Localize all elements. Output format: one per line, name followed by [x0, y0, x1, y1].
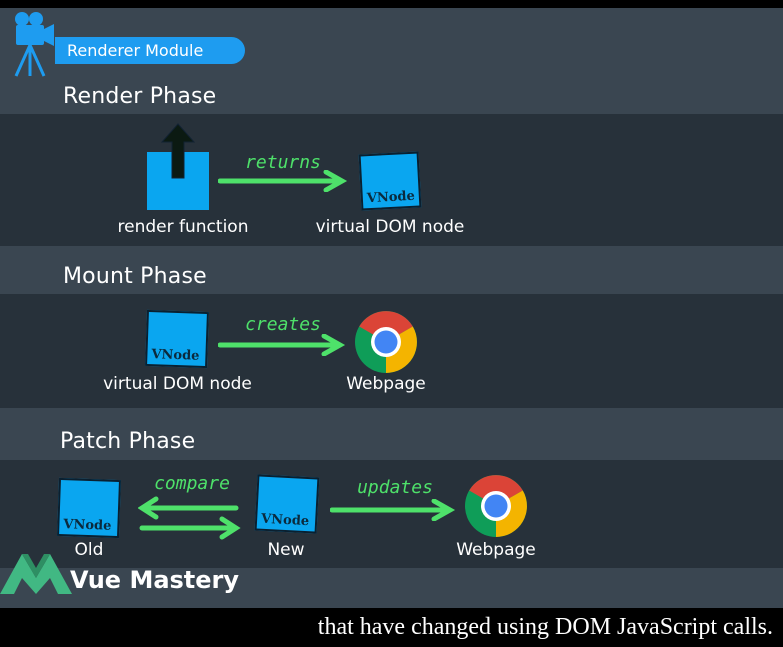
- returns-label: returns: [245, 152, 321, 173]
- vnode-box-new: VNode: [254, 474, 320, 534]
- creates-label: creates: [245, 314, 321, 335]
- vnode-text: VNode: [63, 517, 112, 534]
- compare-arrows: [138, 496, 241, 540]
- mount-phase-title: Mount Phase: [63, 264, 207, 289]
- vnode-text: VNode: [151, 347, 200, 364]
- webpage-label-mount: Webpage: [346, 374, 426, 394]
- vnode-box-render: VNode: [358, 151, 422, 211]
- up-arrow-icon: [160, 123, 196, 179]
- updates-label: updates: [357, 477, 433, 498]
- mount-title-band: [0, 246, 783, 294]
- compare-label: compare: [154, 473, 230, 494]
- vue-mastery-logo-icon: [0, 554, 72, 594]
- patch-title-band: [0, 408, 783, 460]
- updates-arrow: [330, 499, 456, 521]
- vnode-text: VNode: [366, 188, 416, 207]
- old-label: Old: [74, 540, 104, 560]
- render-phase-title: Render Phase: [63, 84, 217, 109]
- chrome-icon-mount: [355, 311, 417, 373]
- top-strip: [0, 0, 783, 8]
- returns-arrow: [218, 170, 348, 192]
- footer-band: [0, 568, 783, 608]
- creates-arrow: [218, 334, 346, 356]
- patch-phase-band: [0, 460, 783, 568]
- render-function-label: render function: [117, 217, 249, 237]
- new-label: New: [267, 540, 305, 560]
- vnode-box-old: VNode: [57, 477, 121, 539]
- vnode-text: VNode: [260, 511, 310, 530]
- virtual-dom-node-label: virtual DOM node: [315, 217, 465, 237]
- camera-icon: [14, 12, 54, 77]
- patch-phase-title: Patch Phase: [60, 429, 196, 454]
- module-badge: Renderer Module: [55, 37, 245, 64]
- brand-name: Vue Mastery: [70, 566, 240, 594]
- subtitle-caption: that have changed using DOM JavaScript c…: [0, 608, 783, 647]
- chrome-icon-patch: [465, 475, 527, 537]
- webpage-label-patch: Webpage: [456, 540, 536, 560]
- vnode-box-mount: VNode: [145, 309, 209, 369]
- virtual-dom-node-label-mount: virtual DOM node: [103, 374, 252, 394]
